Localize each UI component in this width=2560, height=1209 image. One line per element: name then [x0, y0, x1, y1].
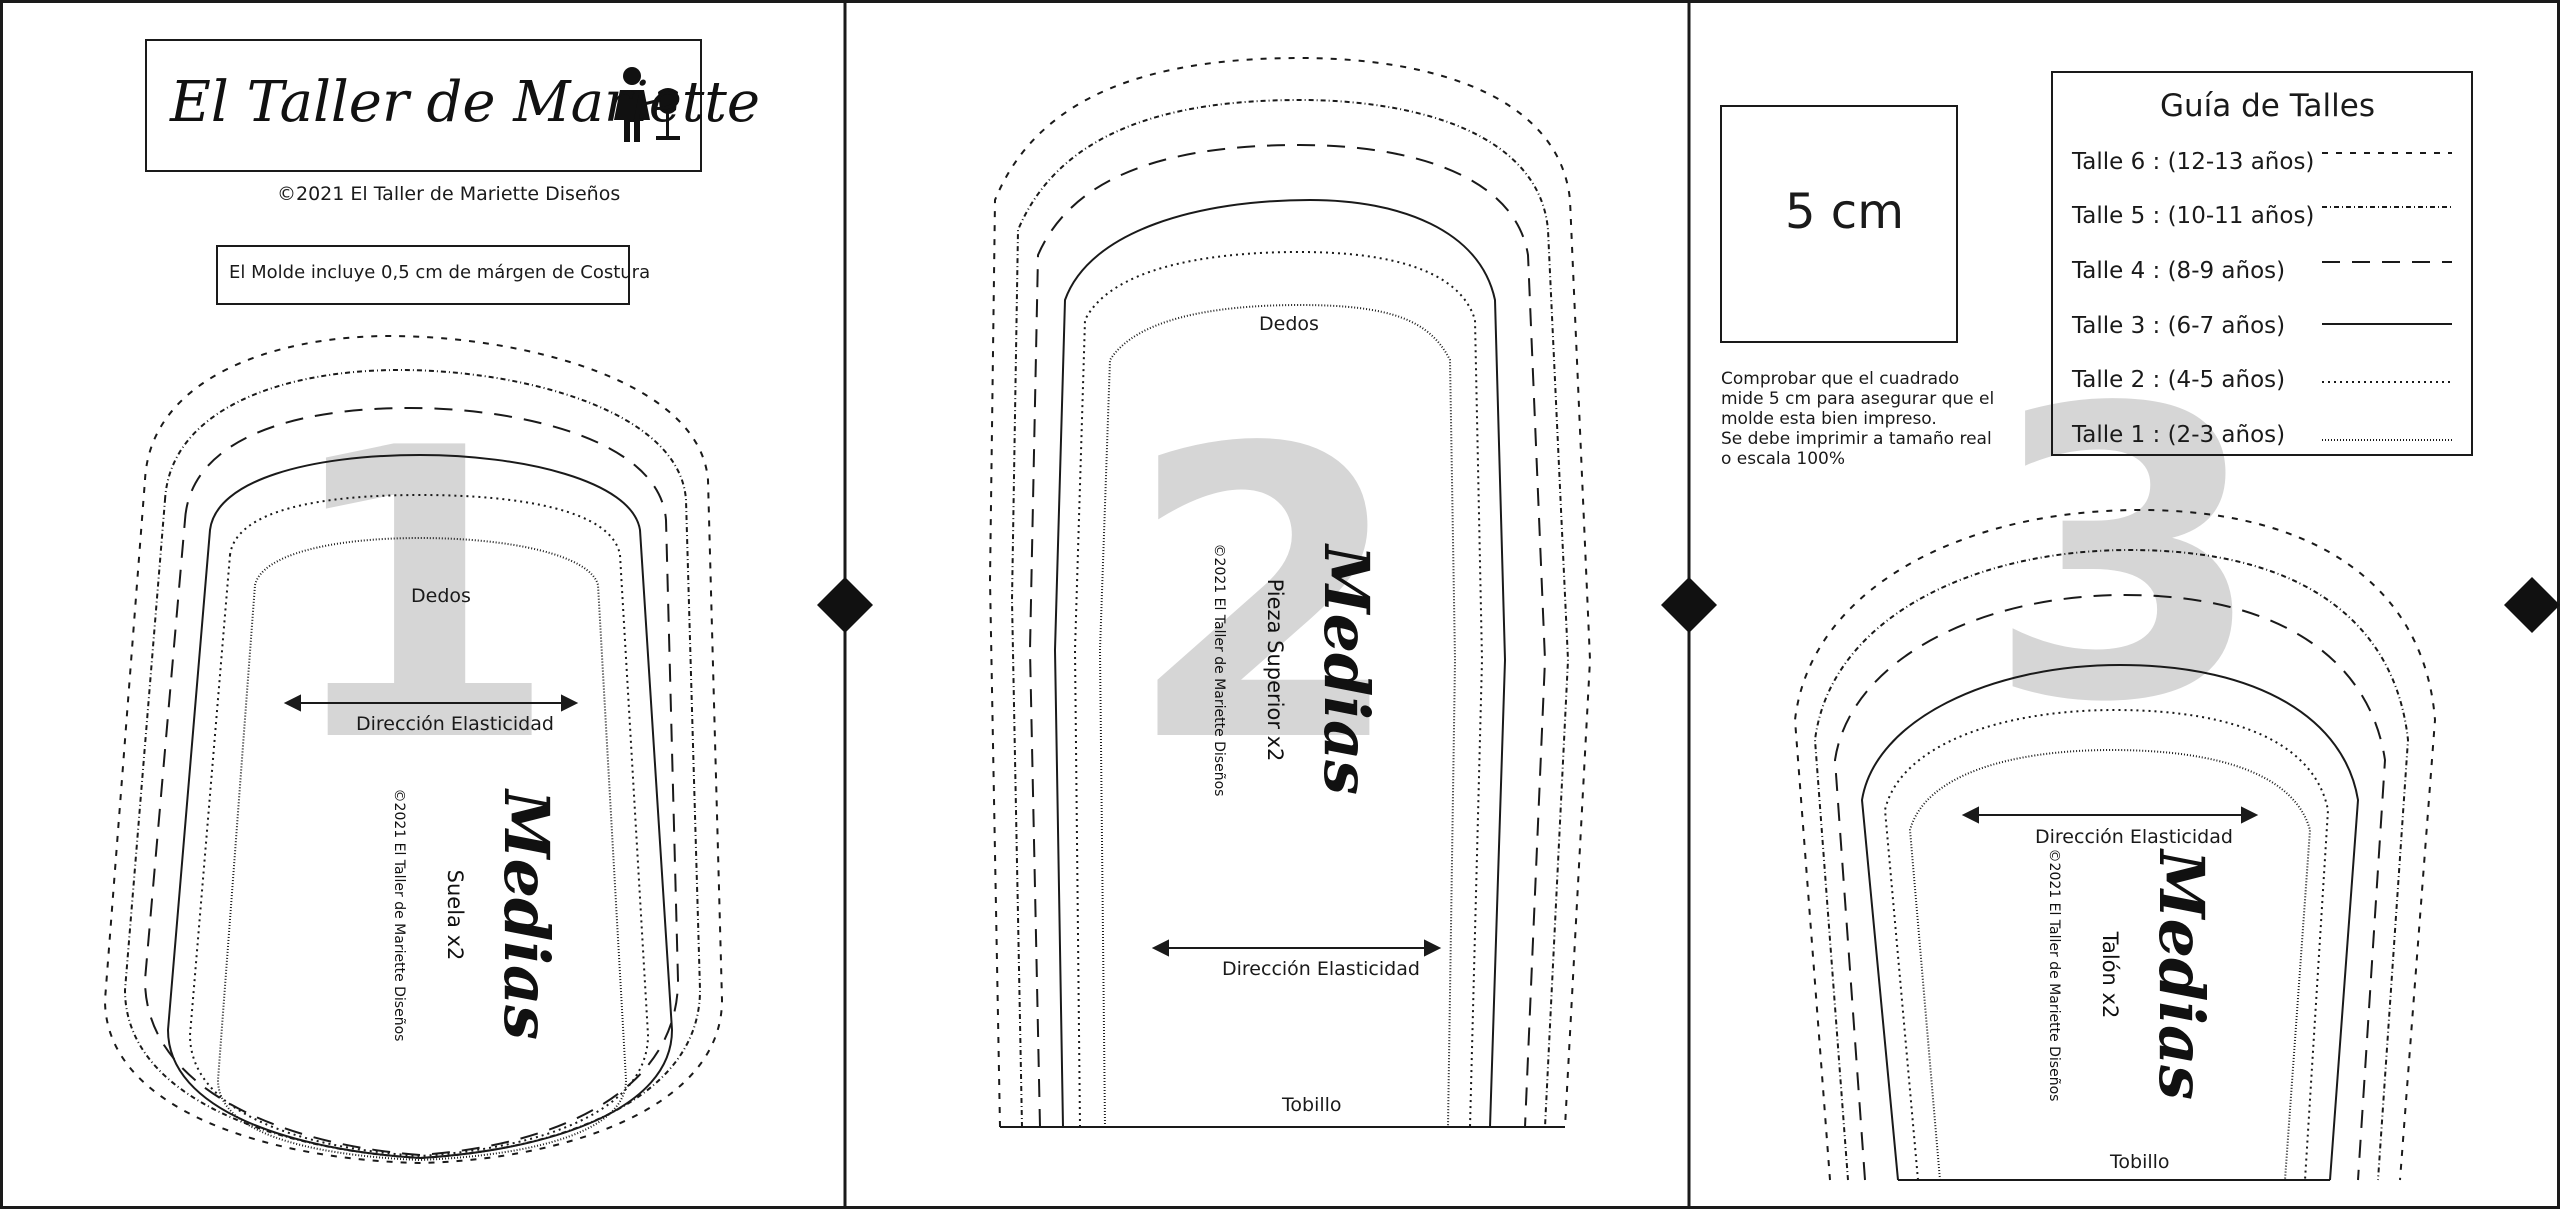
piece-1-copyright: ©2021 El Taller de Mariette Diseños: [391, 789, 407, 1042]
scale-check-note-line: molde esta bien impreso.: [1721, 409, 1937, 429]
alignment-diamond-3: [2504, 577, 2560, 633]
piece-1-title: Medias: [490, 788, 563, 1040]
scale-square-label: 5 cm: [1785, 184, 1904, 240]
brand-copyright: ©2021 El Taller de Mariette Diseños: [277, 183, 621, 205]
piece-1-rotated-label: Medias Suela x2 ©2021 El Taller de Marie…: [391, 788, 563, 1041]
piece-1-subtitle: Suela x2: [443, 870, 467, 961]
logo-text: El Taller de Mariette: [170, 70, 760, 135]
size-guide-title: Guía de Talles: [2160, 88, 2375, 124]
piece-2-subtitle: Pieza Superior x2: [1263, 579, 1287, 762]
size-guide-lines: [2322, 152, 2452, 441]
scale-check-note: Comprobar que el cuadrado mide 5 cm para…: [1721, 369, 2001, 469]
piece-number-1: 1: [281, 365, 559, 830]
piece-2-copyright: ©2021 El Taller de Mariette Diseños: [1211, 544, 1227, 797]
piece-number-3: 3: [1986, 325, 2264, 790]
piece-2-size-3: [1053, 198, 1507, 1128]
size-guide-row-3: Talle 3 : (6-7 años): [2072, 313, 2286, 339]
piece-2-size-4: [1028, 143, 1547, 1128]
piece-2-direction-label: Dirección Elasticidad: [1222, 958, 1420, 980]
piece-2-size-5: [1010, 98, 1570, 1128]
piece-2-direction-arrow: [1151, 939, 1442, 957]
piece-3-outlines: [1793, 508, 2437, 1181]
logo-box: [145, 39, 702, 172]
scale-square: [1720, 105, 1958, 343]
piece-3-title: Medias: [2145, 848, 2218, 1100]
piece-1-size-2: [188, 493, 650, 1158]
size-guide-row-6: Talle 6 : (12-13 años): [2072, 149, 2315, 175]
piece-1-size-6: [103, 334, 724, 1165]
piece-3-rotated-label: Medias Talón x2 ©2021 El Taller de Marie…: [2046, 848, 2218, 1101]
piece-3-copyright: ©2021 El Taller de Mariette Diseños: [2046, 849, 2062, 1102]
piece-2-rotated-label: Medias Pieza Superior x2 ©2021 El Taller…: [1211, 543, 1383, 796]
piece-2-size-1: [1098, 303, 1457, 1128]
size-guide-row-5: Talle 5 : (10-11 años): [2072, 203, 2315, 229]
piece-1-size-4: [143, 406, 680, 1157]
piece-1-size-5: [123, 368, 702, 1160]
alignment-diamond-2: [1661, 577, 1717, 633]
piece-3-direction-arrow: [1961, 806, 2259, 824]
piece-3-size-5: [1813, 548, 2410, 1181]
scale-check-note-line: Se debe imprimir a tamaño real: [1721, 429, 1992, 449]
piece-1-outlines: [103, 334, 724, 1165]
scale-check-note-line: mide 5 cm para asegurar que el: [1721, 389, 1995, 409]
size-guide-box: [2051, 71, 2473, 456]
piece-1-direction-label: Dirección Elasticidad: [356, 713, 554, 735]
piece-3-size-6: [1793, 508, 2437, 1181]
piece-3-size-3: [1860, 663, 2360, 1181]
size-guide-row-4: Talle 4 : (8-9 años): [2072, 258, 2286, 284]
size-guide-row-1: Talle 1 : (2-3 años): [2072, 422, 2286, 448]
scale-check-note-line: Comprobar que el cuadrado: [1721, 369, 1960, 389]
seamstress-mannequin-icon: [614, 67, 680, 142]
piece-1-toes-label: Dedos: [411, 585, 471, 607]
piece-3-size-4: [1833, 593, 2387, 1181]
piece-3-subtitle: Talón x2: [2098, 931, 2122, 1019]
piece-2-title: Medias: [1310, 543, 1383, 795]
seam-note-box: [216, 245, 630, 305]
piece-number-2: 2: [1126, 365, 1404, 830]
piece-2-size-6: [988, 56, 1592, 1128]
alignment-diamond-1: [817, 577, 873, 633]
piece-1-size-3: [166, 453, 674, 1160]
size-guide-row-2: Talle 2 : (4-5 años): [2072, 367, 2286, 393]
piece-3-ankle-label: Tobillo: [2110, 1151, 2170, 1173]
seam-note-text: El Molde incluye 0,5 cm de márgen de Cos…: [229, 262, 651, 283]
piece-2-ankle-label: Tobillo: [1282, 1094, 1342, 1116]
piece-2-toes-label: Dedos: [1259, 313, 1319, 335]
piece-3-direction-label: Dirección Elasticidad: [2035, 826, 2233, 848]
piece-2-outlines: [988, 56, 1592, 1128]
scale-check-note-line: o escala 100%: [1721, 449, 1846, 469]
piece-1-direction-arrow: [283, 694, 579, 712]
